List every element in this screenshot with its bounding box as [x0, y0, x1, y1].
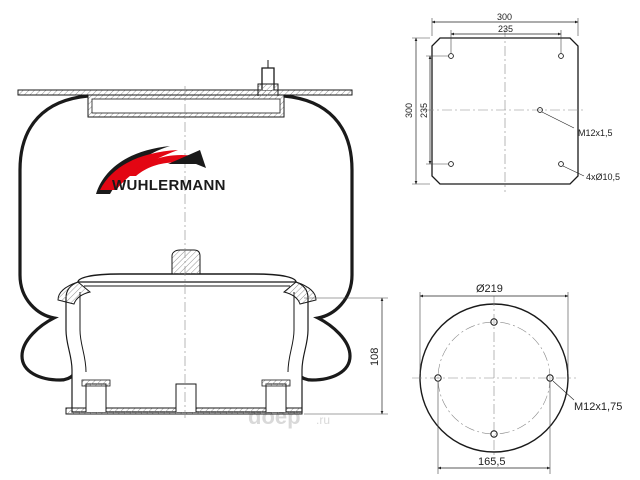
top-width-bolt-label: 235	[498, 24, 513, 34]
mount-hole	[558, 161, 564, 167]
stud-hole	[490, 430, 498, 438]
top-height-outer-label: 300	[404, 103, 414, 118]
height-dimension-label: 108	[369, 348, 381, 366]
stud-hole	[546, 374, 554, 382]
bellows-outline	[18, 94, 89, 382]
stud-hole	[490, 318, 498, 326]
top-holes-label: 4xØ10,5	[586, 172, 620, 182]
top-thread-label: M12x1,5	[578, 128, 613, 138]
side-view	[17, 60, 388, 418]
bottom-view	[412, 292, 576, 474]
mount-hole	[448, 53, 454, 59]
bumper-stud	[171, 249, 201, 274]
air-port-hole	[537, 107, 543, 113]
bottom-thread-label: M12x1,75	[574, 401, 622, 413]
stud-hole	[434, 374, 442, 382]
top-plate-outline	[431, 37, 579, 185]
brand-name: WUHLERMANN	[112, 177, 226, 194]
top-height-bolt-label: 235	[419, 103, 429, 118]
top-view	[412, 18, 586, 192]
mount-hole	[558, 53, 564, 59]
watermark-suffix: .ru	[316, 413, 330, 427]
bottom-bolt-circle-label: 165,5	[478, 456, 506, 468]
mount-hole	[448, 161, 454, 167]
bottom-diameter-label: Ø219	[476, 283, 503, 295]
brand-logo: WUHLERMANN	[96, 146, 226, 194]
top-width-outer-label: 300	[497, 12, 512, 22]
